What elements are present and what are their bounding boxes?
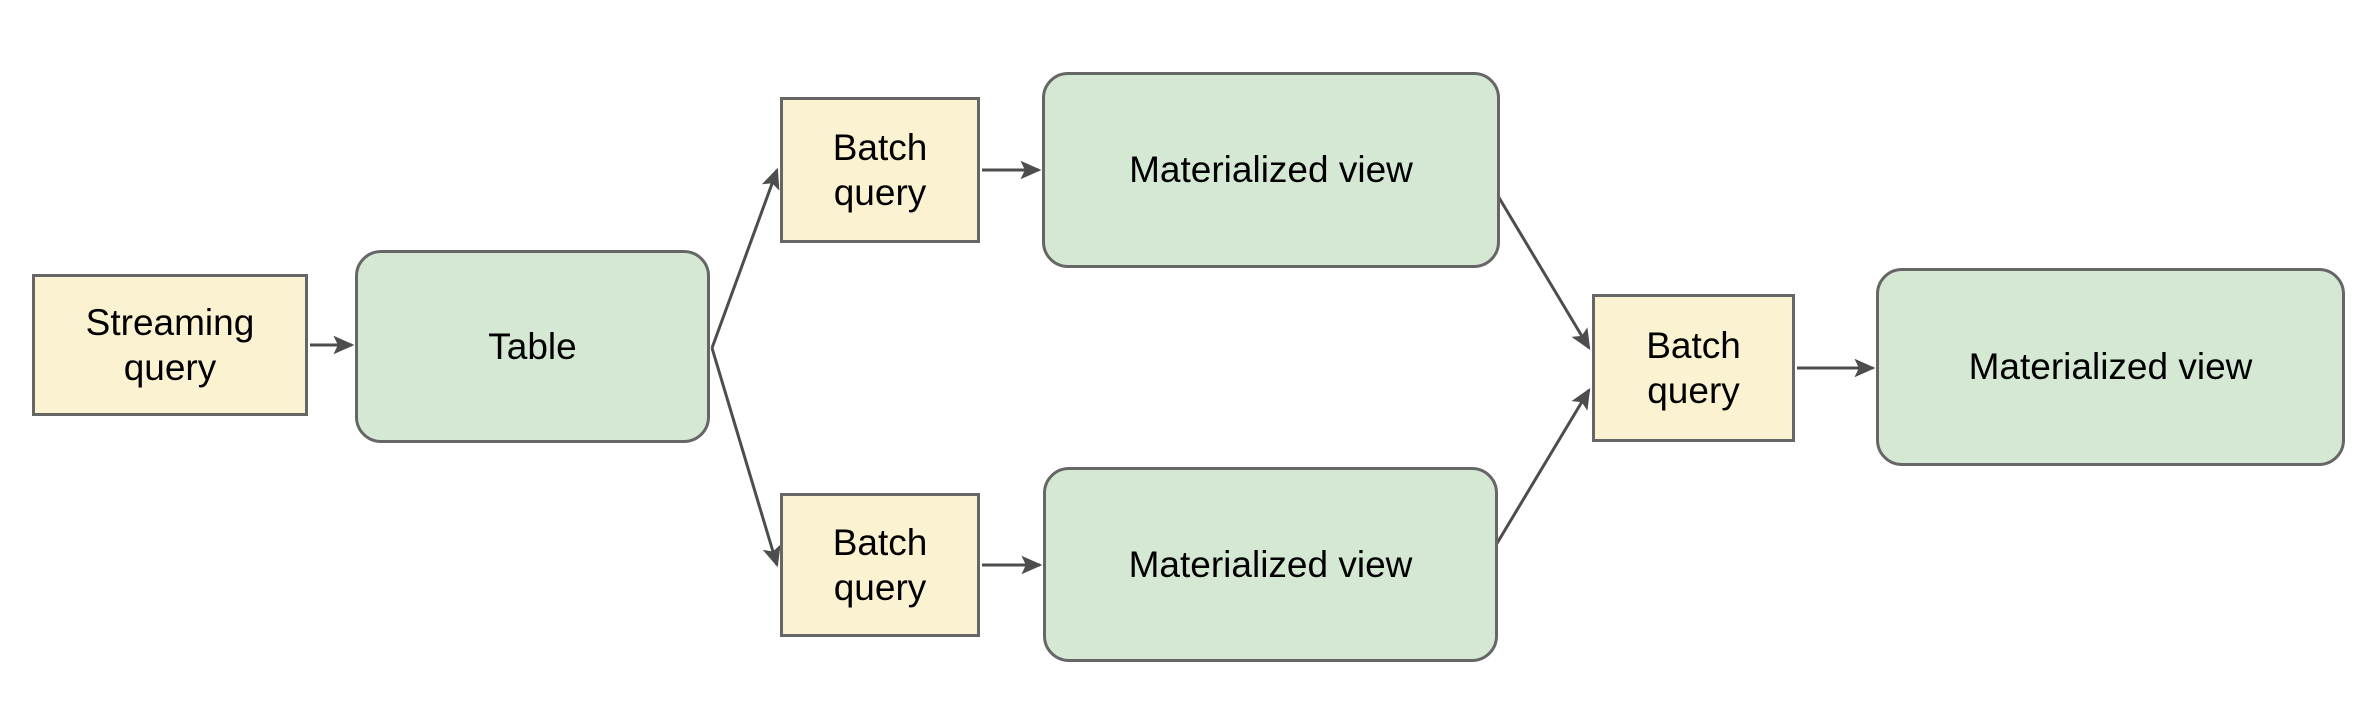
node-label-materialized-view-top: Materialized view [1129,149,1413,191]
node-label-batch-query-merge: Batch query [1646,324,1741,411]
edge-materialized-view-top-to-batch-query-merge [1496,195,1591,351]
edge-table-to-batch-query-bottom [710,347,781,568]
node-streaming-query[interactable]: Streaming query [32,274,308,416]
node-batch-query-bottom[interactable]: Batch query [780,493,980,637]
edge-table-to-batch-query-top [710,167,780,349]
edge-materialized-view-bottom-to-batch-query-merge [1494,387,1591,546]
node-materialized-view-top[interactable]: Materialized view [1042,72,1500,268]
node-materialized-view-bottom[interactable]: Materialized view [1043,467,1498,662]
node-materialized-view-final[interactable]: Materialized view [1876,268,2345,466]
node-table[interactable]: Table [355,250,710,443]
node-label-materialized-view-bottom: Materialized view [1128,543,1413,585]
node-batch-query-merge[interactable]: Batch query [1592,294,1795,442]
node-label-batch-query-bottom: Batch query [832,521,928,608]
node-label-streaming-query: Streaming query [85,301,255,388]
node-label-batch-query-top: Batch query [832,126,928,213]
node-label-materialized-view-final: Materialized view [1968,346,2253,388]
node-batch-query-top[interactable]: Batch query [780,97,980,243]
node-label-table: Table [488,325,577,367]
